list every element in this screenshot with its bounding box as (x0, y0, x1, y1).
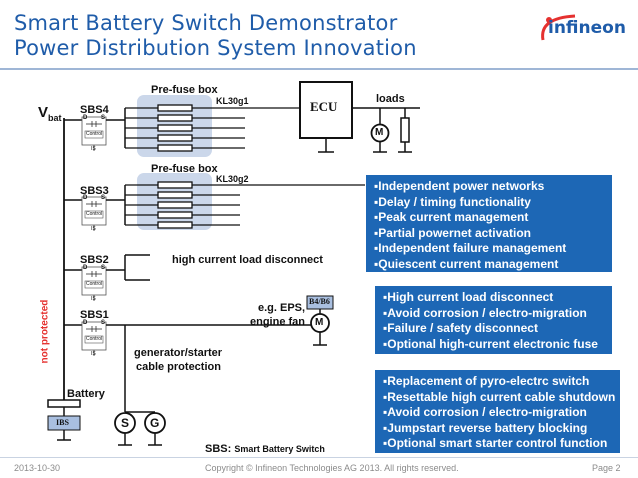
eps-motor-label: M (315, 317, 324, 328)
info-item: ▪High current load disconnect (383, 290, 554, 304)
info-box-power-networks: ▪Independent power networks ▪Delay / tim… (366, 175, 612, 272)
kl30g1-label: KL30g1 (216, 96, 249, 106)
info-item: ▪Optional high-current electronic fuse (383, 336, 598, 351)
ibs-label: IBS (56, 418, 69, 427)
generator-symbol-label: G (150, 416, 160, 430)
info-item: ▪Jumpstart reverse battery blocking (383, 420, 588, 435)
sbs2-switch: D S Control IS (83, 265, 106, 302)
load-motor-label: M (375, 127, 384, 138)
info-item: ▪Peak current management (374, 210, 529, 224)
page-title-line-1: Smart Battery Switch Demonstrator (14, 11, 398, 35)
footer-page-number: Page 2 (592, 463, 621, 473)
info-item: ▪Avoid corrosion / electro-migration (383, 305, 587, 320)
battery-symbol (47, 399, 81, 408)
sbs2-label: SBS2 (80, 254, 109, 266)
info-item: ▪Optional smart starter control function (383, 436, 608, 450)
footer-date: 2013-10-30 (14, 463, 61, 473)
footer-copyright: Copyright © Infineon Technologies AG 201… (205, 463, 459, 473)
generator-label-line-1: generator/starter (134, 347, 223, 359)
eps-label-line-1: e.g. EPS, (258, 302, 306, 314)
eps-label-line-2: engine fan (250, 316, 306, 328)
sbs4-switch: D S Control IS (83, 115, 106, 152)
ecu-box (299, 81, 353, 139)
loads-label: loads (376, 93, 405, 105)
high-current-load-disconnect-label: high current load disconnect (172, 254, 323, 266)
info-item: ▪Independent failure management (374, 241, 567, 255)
prefuse-box-1-label: Pre-fuse box (151, 84, 218, 96)
infineon-logo: infineon (548, 18, 626, 38)
not-protected-label: not protected (39, 299, 51, 364)
info-item: ▪Delay / timing functionality (374, 194, 531, 209)
vbat-label: Vbat (38, 104, 62, 123)
info-item: ▪Quiescent current management (374, 256, 559, 271)
generator-label-line-2: cable protection (136, 361, 221, 373)
info-item: ▪Replacement of pyro-electrc switch (383, 374, 590, 388)
battery-label: Battery (67, 388, 105, 400)
sbs3-switch: D S Control IS (83, 195, 106, 232)
starter-label: S (121, 416, 130, 430)
b4b6-label: B4/B6 (309, 297, 330, 306)
prefuse-box-2-label: Pre-fuse box (151, 163, 218, 175)
info-item: ▪Resettable high current cable shutdown (383, 389, 616, 404)
infineon-logo-arc-icon (541, 14, 576, 41)
sbs1-label: SBS1 (80, 309, 109, 321)
info-item: ▪Independent power networks (374, 179, 545, 193)
info-item: ▪Avoid corrosion / electro-migration (383, 405, 587, 419)
footer-divider (0, 457, 638, 458)
page-title-line-2: Power Distribution System Innovation (14, 36, 417, 60)
sbs-legend: SBS: Smart Battery Switch (205, 443, 325, 455)
sbs4-label: SBS4 (80, 104, 109, 116)
info-box-pyro-replacement: ▪Replacement of pyro-electrc switch ▪Res… (375, 370, 620, 453)
sbs3-label: SBS3 (80, 185, 109, 197)
load-resistor (400, 117, 410, 143)
kl30g2-label: KL30g2 (216, 174, 249, 184)
info-item: ▪Failure / safety disconnect (383, 321, 538, 335)
title-divider (0, 68, 638, 70)
info-box-high-current: ▪High current load disconnect ▪Avoid cor… (375, 286, 612, 354)
ecu-label: ECU (310, 99, 338, 114)
info-item: ▪Partial powernet activation (374, 225, 531, 240)
sbs1-switch: D S Control IS (83, 320, 106, 357)
